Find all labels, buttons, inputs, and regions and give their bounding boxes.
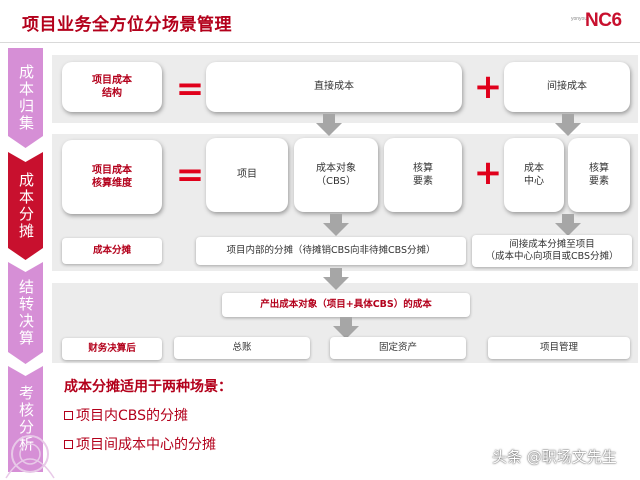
checkbox-icon (64, 439, 73, 449)
scenario-title: 成本分摊适用于两种场景： (64, 379, 232, 395)
card-text: 项目 (237, 169, 257, 181)
label-cost-allocation: 成本分摊 (62, 238, 162, 264)
card-text: 成本对象 （CBS） (315, 162, 356, 188)
tab-shape (8, 48, 43, 148)
page-title: 项目业务全方位分场景管理 (22, 15, 232, 35)
down-arrow-icon (555, 214, 581, 236)
card-accounting-dimension: 项目成本 核算维度 (62, 140, 162, 214)
pill-indirect-allocation: 间接成本分摊至项目 （成本中心向项目或CBS分摊） (472, 235, 632, 267)
card-text: 项目成本 核算维度 (92, 164, 132, 190)
scenario-item: 项目间成本中心的分摊 (64, 434, 216, 454)
equals-sign: = (175, 155, 205, 195)
card-text: 直接成本 (314, 81, 354, 93)
decorative-ornament-icon (5, 435, 55, 479)
pill-general-ledger: 总账 (174, 337, 310, 359)
down-arrow-icon (333, 317, 359, 339)
card-text: 间接成本 (547, 81, 587, 93)
title-divider (0, 42, 640, 43)
card-accounting-elements: 核算 要素 (384, 138, 462, 212)
sidebar-tab-label: 成本归集 (17, 64, 35, 132)
down-arrow-icon (323, 268, 349, 290)
scenario-item-text: 项目内CBS的分摊 (76, 408, 189, 424)
pill-project-management: 项目管理 (488, 337, 630, 359)
sidebar-tab-cost-allocation[interactable]: 成本分摊 (0, 152, 51, 260)
pill-fixed-assets: 固定资产 (330, 337, 466, 359)
card-text: 核算 要素 (589, 162, 609, 188)
plus-sign: + (473, 67, 503, 107)
card-text: 项目成本 结构 (92, 74, 132, 100)
checkbox-icon (64, 410, 73, 420)
tab-shape (8, 262, 43, 364)
scenario-item-text: 项目间成本中心的分摊 (76, 437, 216, 453)
sidebar-tab-label: 成本分摊 (17, 172, 35, 240)
logo-main-text: NC6 (585, 10, 622, 31)
card-direct-cost: 直接成本 (206, 62, 462, 112)
sidebar-tab-label: 结转决算 (17, 279, 35, 347)
down-arrow-icon (555, 114, 581, 136)
card-cost-structure: 项目成本 结构 (62, 62, 162, 112)
card-text: 核算 要素 (413, 162, 433, 188)
card-cost-center: 成本 中心 (504, 138, 564, 212)
nc6-logo: yonyou NC6 (571, 10, 633, 36)
sidebar-tab-cost-collection[interactable]: 成本归集 (0, 48, 51, 148)
card-indirect-cost: 间接成本 (504, 62, 630, 112)
card-text: 成本 中心 (524, 162, 544, 188)
card-project: 项目 (206, 138, 288, 212)
card-cost-object: 成本对象 （CBS） (294, 138, 378, 212)
sidebar-tab-settlement[interactable]: 结转决算 (0, 262, 51, 364)
pill-result-cost: 产出成本对象（项目+具体CBS）的成本 (222, 293, 470, 317)
plus-sign: + (473, 153, 503, 193)
pill-internal-allocation: 项目内部的分摊（待摊销CBS向非待摊CBS分摊） (196, 237, 466, 265)
equals-sign: = (175, 69, 205, 109)
tab-shape (8, 152, 43, 260)
logo-small-text: yonyou (571, 16, 588, 22)
card-accounting-elements-2: 核算 要素 (568, 138, 630, 212)
scenario-item: 项目内CBS的分摊 (64, 405, 188, 425)
down-arrow-icon (323, 214, 349, 236)
watermark-text: 头条 @职场文先生 (492, 448, 617, 466)
down-arrow-icon (316, 114, 342, 136)
label-after-settlement: 财务决算后 (62, 338, 162, 360)
